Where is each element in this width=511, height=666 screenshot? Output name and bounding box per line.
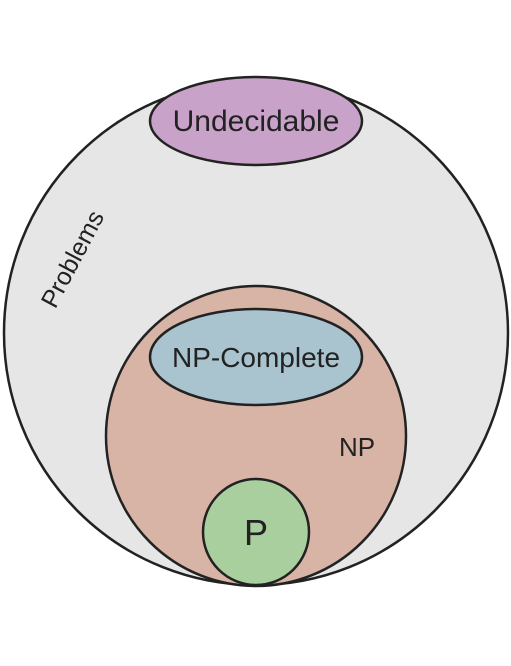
np-complete-region bbox=[148, 307, 364, 407]
p-region bbox=[201, 477, 311, 587]
undecidable-region bbox=[148, 75, 364, 167]
p-label: P bbox=[244, 512, 268, 553]
np-complete-label: NP-Complete bbox=[172, 342, 340, 373]
np-label: NP bbox=[339, 432, 375, 462]
undecidable-label: Undecidable bbox=[173, 105, 340, 138]
